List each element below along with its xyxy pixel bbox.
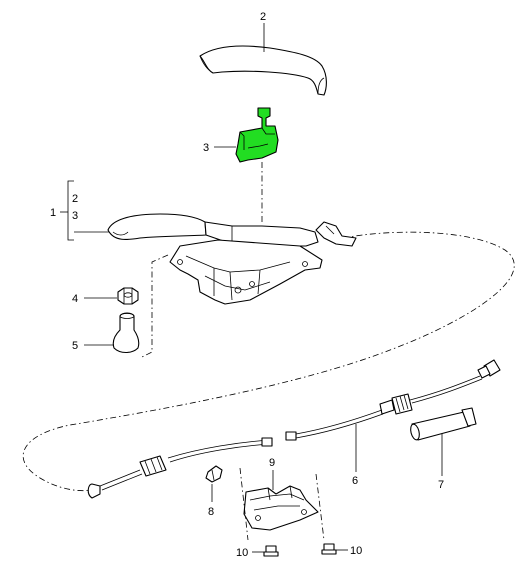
nut-part-4 [117, 287, 139, 305]
cable-guide-part-9 [243, 485, 319, 531]
axis-line-9-right [315, 473, 325, 541]
brake-cable-part-6 [87, 359, 501, 499]
bracket-1 [67, 180, 74, 241]
callout-1-sub-2: 2 [72, 193, 78, 205]
callout-1: 1 [50, 207, 56, 219]
callout-2: 2 [260, 11, 266, 23]
callout-4: 4 [72, 293, 78, 305]
axis-line-9-left [239, 467, 249, 541]
switch-part-3 [235, 107, 279, 163]
callout-6: 6 [352, 475, 358, 487]
callout-7: 7 [438, 479, 444, 491]
clip-part-8 [205, 465, 223, 483]
callout-9: 9 [269, 457, 275, 469]
screw-part-10-left [263, 545, 279, 557]
callout-5: 5 [72, 340, 78, 352]
sleeve-part-7 [410, 407, 477, 441]
callout-10-left: 10 [236, 547, 248, 559]
dash-bracket-4-5 [139, 254, 169, 359]
callout-10-right: 10 [350, 545, 362, 557]
screw-part-10-right [321, 543, 337, 555]
callout-3: 3 [203, 142, 209, 154]
boot-part-5 [112, 312, 140, 354]
brake-lever-assembly [107, 213, 357, 305]
callout-1-sub-3: 3 [72, 210, 78, 222]
callout-8: 8 [208, 506, 214, 518]
handle-grip-part-2 [199, 45, 327, 96]
